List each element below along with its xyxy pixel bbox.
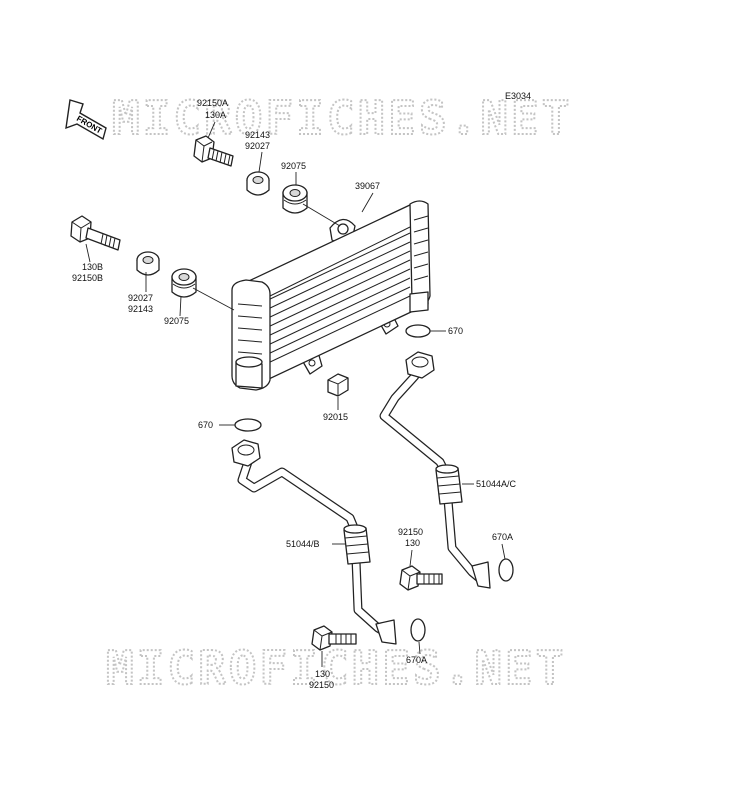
leader-130b xyxy=(85,243,91,263)
leader-92075-to-cooler-left xyxy=(192,287,235,311)
label-92143-left: 92143 xyxy=(128,304,153,314)
label-670-right: 670 xyxy=(448,326,463,336)
label-92150b: 92150B xyxy=(72,273,103,283)
label-92027-left: 92027 xyxy=(128,293,153,303)
bolt-92150a xyxy=(193,135,234,167)
label-92150-bottom: 92150 xyxy=(309,680,334,690)
label-51044b: 51044/B xyxy=(286,539,320,549)
label-92075-left: 92075 xyxy=(164,316,189,326)
grommet-92075-top xyxy=(282,184,308,214)
front-arrow-icon: FRONT xyxy=(65,99,107,141)
o-ring-670a-bottom xyxy=(410,618,426,642)
collar-92027-left xyxy=(136,251,160,276)
leader-670a-right xyxy=(501,543,506,560)
label-130-mid: 130 xyxy=(405,538,420,548)
diagram-code: E3034 xyxy=(505,91,531,101)
leader-130a xyxy=(207,121,216,139)
label-92143-top: 92143 xyxy=(245,130,270,140)
label-130-bottom: 130 xyxy=(315,669,330,679)
label-92027-top: 92027 xyxy=(245,141,270,151)
label-130a: 130A xyxy=(205,110,226,120)
oil-cooler-39067 xyxy=(231,200,431,391)
label-39067: 39067 xyxy=(355,181,380,191)
label-130b: 130B xyxy=(82,262,103,272)
nut-92015 xyxy=(327,373,349,397)
grommet-92075-left xyxy=(171,268,197,298)
leader-92150-mid xyxy=(409,549,413,567)
leader-92075-to-cooler xyxy=(302,203,341,227)
o-ring-670a-right xyxy=(498,558,514,582)
watermark-top: MICROFICHES.NET xyxy=(112,91,572,145)
label-92150a: 92150A xyxy=(197,98,228,108)
collar-92027-top xyxy=(246,171,270,196)
watermark-bottom: MICROFICHES.NET xyxy=(106,641,566,695)
leader-92027-top xyxy=(258,151,263,173)
label-670-left: 670 xyxy=(198,420,213,430)
oil-pipe-51044ac xyxy=(379,351,491,589)
label-92150-mid: 92150 xyxy=(398,527,423,537)
label-92075-top: 92075 xyxy=(281,161,306,171)
leader-670a-bottom xyxy=(418,641,421,655)
label-670a-right: 670A xyxy=(492,532,513,542)
label-670a-bottom: 670A xyxy=(406,655,427,665)
leader-39067 xyxy=(361,192,374,213)
oil-pipe-51044b xyxy=(231,439,397,645)
label-92015: 92015 xyxy=(323,412,348,422)
bolt-130b xyxy=(70,215,121,251)
o-ring-670-left xyxy=(234,418,262,432)
o-ring-670-right xyxy=(405,324,431,338)
leader-92075-left xyxy=(179,295,182,317)
label-51044ac: 51044A/C xyxy=(476,479,517,489)
bolt-92150-mid xyxy=(399,565,443,591)
bolt-130-bottom xyxy=(311,625,357,651)
